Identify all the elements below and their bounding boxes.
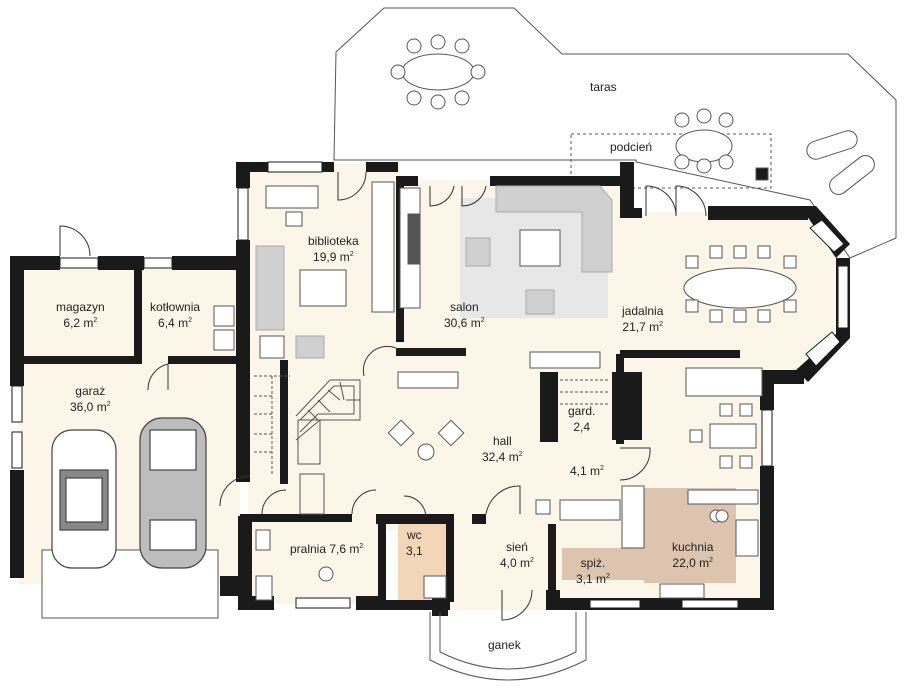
stairs: [254, 375, 361, 515]
furniture: [213, 53, 797, 601]
label-gard: gard.2,4: [568, 404, 596, 434]
ganek-arc: [429, 612, 587, 681]
car-left: [51, 429, 117, 569]
label-pralnia: pralnia 7,6 m2: [290, 542, 364, 556]
pantry-floor: [562, 548, 644, 580]
deck-loungers: [755, 130, 875, 195]
label-spiz: spiż.3,1 m2: [576, 556, 610, 586]
label-korytarz: 4,1 m2: [570, 464, 604, 478]
podcien-dashed: [570, 133, 772, 189]
windows: [11, 161, 849, 609]
doors: [59, 171, 707, 621]
label-podcien: podcień: [610, 140, 653, 154]
label-taras: taras: [590, 80, 617, 94]
chairs: [390, 34, 797, 469]
label-ganek: ganek: [488, 638, 521, 652]
car-right: [139, 417, 207, 569]
